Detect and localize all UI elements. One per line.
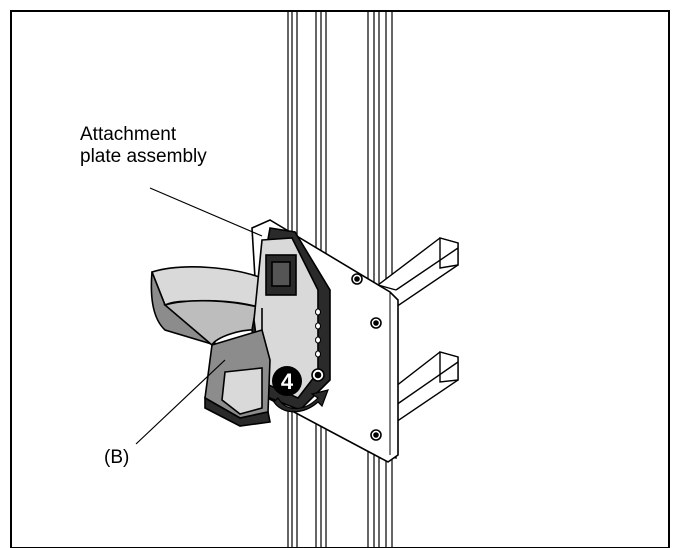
attachment-plate-assembly	[204, 227, 331, 427]
callout-line-1: Attachment	[80, 124, 177, 145]
leader-line-part-b	[135, 359, 226, 445]
callout-attachment-plate-assembly: Attachment plate assembly	[80, 124, 207, 168]
clamp-bracket-upper	[377, 237, 459, 308]
arm-handle	[150, 266, 263, 347]
curved-arrow-icon	[273, 389, 329, 413]
step-number: 4	[281, 369, 294, 394]
callout-line-2: plate assembly	[80, 146, 207, 167]
callout-part-b: (B)	[104, 447, 130, 468]
plate-screw	[373, 320, 379, 326]
indicator-dots	[315, 308, 321, 358]
leader-line-attachment-plate	[149, 187, 263, 237]
step-badge: 4	[272, 366, 302, 396]
plate-screw	[354, 276, 360, 282]
plate-screw	[373, 432, 379, 438]
